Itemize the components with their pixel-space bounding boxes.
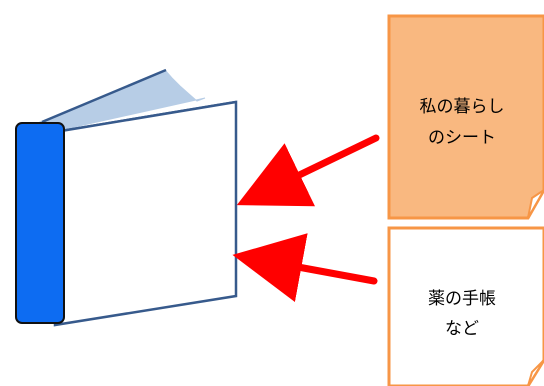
note-card-fold [527,189,544,219]
book-pages-fan [39,69,206,133]
note-card-fold [527,359,544,386]
note-card-body [387,14,544,220]
note-text-line: 私の暮らし [420,97,505,117]
note-text-line: など [445,319,479,339]
book-page [53,100,238,327]
note-text-line: 薬の手帳 [428,289,496,309]
book-page-line [41,68,167,124]
book-spine [15,122,65,324]
arrow-icon [232,233,378,303]
book-icon [15,68,238,327]
note-card-medicine-book: 薬の手帳 など [387,226,544,386]
note-card-lifestyle-sheet: 私の暮らし のシート [387,14,544,220]
note-text-line: のシート [428,128,496,148]
arrow-icon [236,134,380,207]
